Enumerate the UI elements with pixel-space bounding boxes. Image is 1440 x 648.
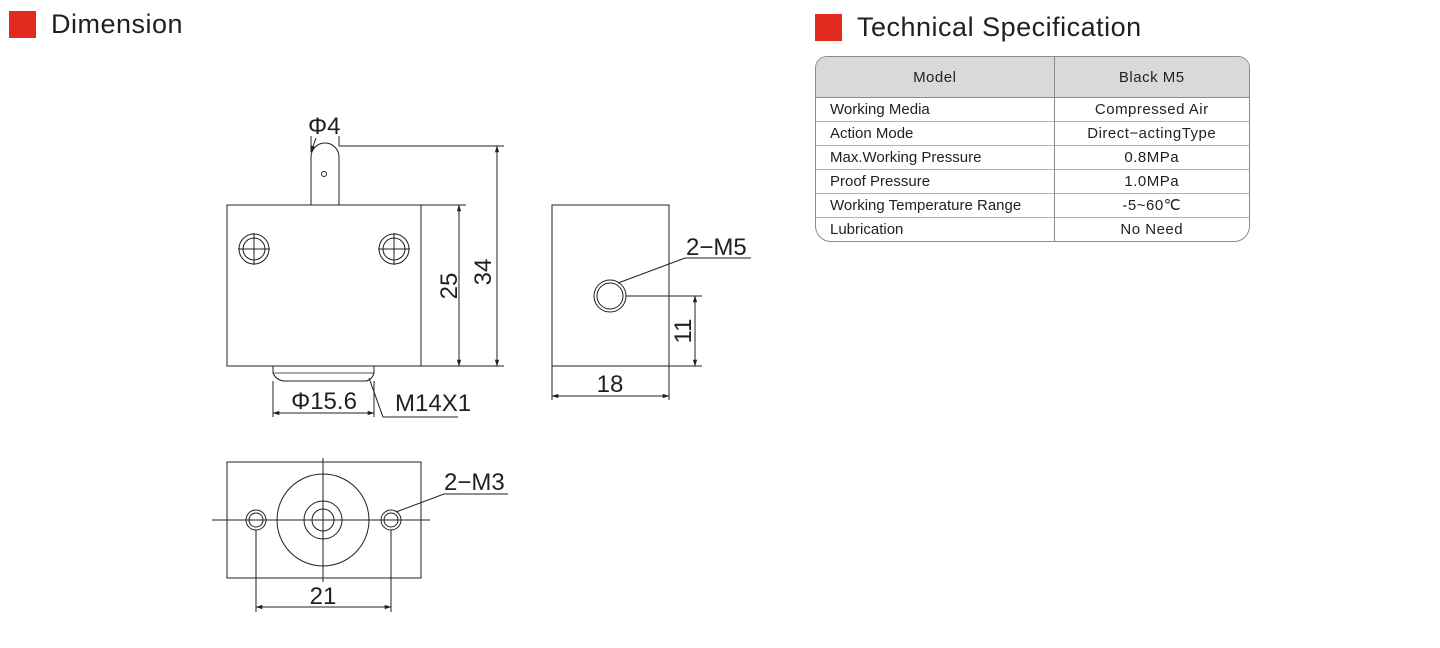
front-body-outline	[226, 204, 422, 367]
label-34: 34	[470, 259, 497, 286]
front-view	[226, 136, 504, 418]
value-lubrication: No Need	[1053, 217, 1249, 241]
header-model: Model	[816, 57, 1054, 98]
leader-m3	[395, 493, 508, 513]
param-working-temperature-range: Working Temperature Range	[816, 193, 1054, 218]
dimension-marker	[9, 11, 36, 38]
label-2-m5: 2−M5	[686, 234, 747, 261]
param-max-working-pressure: Max.Working Pressure	[816, 145, 1054, 170]
value-proof-pressure: 1.0MPa	[1053, 169, 1249, 194]
dimension-drawing: Φ4 34 25 Φ15.6 M14X1 2−M5 11 18 2−M3 21	[212, 113, 751, 612]
header-black-m5: Black M5	[1053, 57, 1249, 98]
spec-header-row: Model Black M5	[816, 57, 1249, 98]
port-m5-circle	[593, 279, 627, 313]
plunger-stem	[310, 142, 340, 205]
spec-table-container: Model Black M5 Working Media Compressed …	[815, 56, 1250, 242]
leader-m14	[368, 377, 458, 418]
label-phi4: Φ4	[308, 113, 341, 140]
plunger-pin	[321, 171, 327, 177]
label-phi15-6: Φ15.6	[291, 388, 357, 415]
bottom-view	[212, 458, 508, 612]
label-18: 18	[597, 371, 624, 398]
param-lubrication: Lubrication	[816, 217, 1054, 241]
label-11: 11	[670, 319, 697, 344]
dimension-title: Dimension	[51, 9, 184, 39]
label-2-m3: 2−M3	[444, 469, 505, 496]
table-row: Action Mode Direct−actingType	[816, 121, 1249, 146]
value-max-working-pressure: 0.8MPa	[1053, 145, 1249, 170]
value-working-media: Compressed Air	[1053, 97, 1249, 122]
spec-title: Technical Specification	[857, 12, 1142, 42]
table-row: Proof Pressure 1.0MPa	[816, 169, 1249, 194]
value-action-mode: Direct−actingType	[1053, 121, 1249, 146]
mount-screw-right	[378, 233, 410, 265]
label-m14x1: M14X1	[395, 390, 471, 417]
mount-screw-left	[238, 233, 270, 265]
spec-table: Model Black M5 Working Media Compressed …	[816, 57, 1249, 241]
spec-header: Technical Specification	[815, 12, 1142, 43]
label-25: 25	[436, 273, 463, 300]
param-action-mode: Action Mode	[816, 121, 1054, 146]
label-21: 21	[310, 583, 337, 610]
side-body-outline	[551, 204, 670, 367]
dimension-header: Dimension	[9, 9, 183, 40]
spec-marker	[815, 14, 842, 41]
side-view	[551, 204, 751, 400]
table-row: Working Temperature Range -5~60℃	[816, 193, 1249, 218]
threaded-boss	[272, 366, 375, 382]
table-row: Working Media Compressed Air	[816, 97, 1249, 122]
param-working-media: Working Media	[830, 101, 930, 118]
table-row: Lubrication No Need	[816, 217, 1249, 241]
param-proof-pressure: Proof Pressure	[816, 169, 1054, 194]
value-working-temperature-range: -5~60℃	[1053, 193, 1249, 218]
table-row: Max.Working Pressure 0.8MPa	[816, 145, 1249, 170]
leader-m5	[617, 257, 751, 284]
